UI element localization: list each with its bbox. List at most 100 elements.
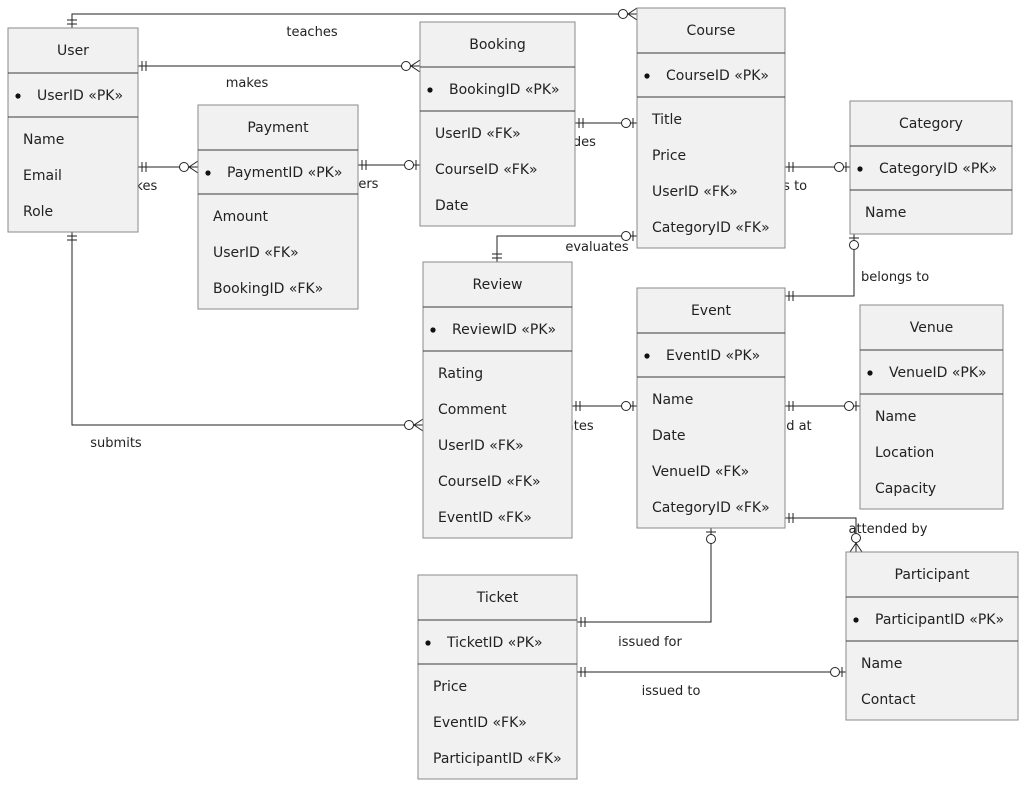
event-title: Event [691, 303, 732, 319]
user-makes-booking-from-marker [141, 61, 147, 71]
payment-attribute: Amount [213, 209, 269, 225]
issued-for-to-marker [706, 531, 716, 544]
review-evaluates-course-connector [496, 235, 637, 262]
participant-attribute: Contact [861, 692, 916, 708]
review-evaluates-course-to-marker [621, 231, 634, 241]
submits-from-marker [67, 235, 77, 241]
held-at-from-marker [788, 401, 794, 411]
ticket-pk: TicketID «PK» [446, 635, 543, 651]
payment-attribute: BookingID «FK» [213, 281, 323, 297]
submits-to-marker [404, 418, 424, 432]
ticket-pk-bullet [425, 640, 431, 646]
participant-title: Participant [895, 567, 970, 583]
participant-pk-bullet [853, 617, 859, 623]
relationship-review-evaluates-course[interactable]: evaluates [492, 231, 637, 262]
review-attribute: Comment [438, 402, 507, 418]
attended-by-from-marker [788, 513, 794, 523]
user-attribute: Email [23, 168, 62, 184]
review-attribute: EventID «FK» [438, 510, 532, 526]
relationship-issued-to[interactable]: issued to [577, 667, 846, 699]
event-belongs-to-to-marker [849, 237, 859, 250]
teaches-from-marker [67, 19, 77, 25]
relationship-attended-by[interactable]: attended by [785, 513, 928, 553]
covers-from-marker [361, 160, 367, 170]
user-makes-payment-to-marker [179, 160, 199, 174]
submits-label: submits [90, 436, 142, 451]
payment-pk: PaymentID «PK» [227, 165, 342, 181]
relationship-teaches[interactable]: teaches [67, 7, 638, 40]
attended-by-to-marker [849, 533, 863, 553]
user-makes-booking-to-marker [401, 59, 421, 73]
course-attribute: CategoryID «FK» [652, 220, 770, 236]
relationship-event-belongs-to[interactable]: belongs to [785, 234, 929, 301]
event-box [636, 287, 786, 529]
held-at-to-marker [844, 401, 857, 411]
participant-box [845, 551, 1019, 721]
review-attribute: UserID «FK» [438, 438, 524, 454]
relationship-issued-for[interactable]: issued for [577, 528, 716, 650]
participant-attribute: Name [861, 656, 902, 672]
course-attribute: UserID «FK» [652, 184, 738, 200]
category-box [849, 100, 1013, 235]
venue-attribute: Name [875, 409, 916, 425]
user-pk-bullet [15, 93, 21, 99]
course-pk-bullet [644, 73, 650, 79]
review-evaluates-course-from-marker [492, 253, 502, 259]
review-pk-bullet [430, 327, 436, 333]
booking-attribute: CourseID «FK» [435, 162, 538, 178]
event-belongs-to-from-marker [788, 291, 794, 301]
booking-attribute: UserID «FK» [435, 126, 521, 142]
course-attribute: Price [652, 148, 686, 164]
course-belongs-to-from-marker [788, 162, 794, 172]
review-title: Review [473, 277, 523, 293]
event-pk: EventID «PK» [666, 348, 760, 364]
event-attribute: Name [652, 392, 693, 408]
submits-connector [71, 232, 423, 426]
payment-pk-bullet [205, 170, 211, 176]
teaches-to-marker [618, 7, 638, 21]
venue-box [859, 304, 1004, 510]
issued-to-from-marker [580, 667, 586, 677]
booking-title: Booking [469, 37, 526, 53]
review-attribute: CourseID «FK» [438, 474, 541, 490]
covers-to-marker [404, 160, 417, 170]
issued-for-label: issued for [618, 635, 682, 650]
review-evaluates-event-from-marker [575, 401, 581, 411]
user-box [7, 27, 139, 233]
payment-attribute: UserID «FK» [213, 245, 299, 261]
user-makes-payment-from-marker [141, 162, 147, 172]
event-pk-bullet [644, 353, 650, 359]
issued-for-from-marker [580, 617, 586, 627]
ticket-attribute: Price [433, 679, 467, 695]
venue-attribute: Capacity [875, 481, 936, 497]
category-pk: CategoryID «PK» [879, 161, 997, 177]
relationship-user-makes-booking[interactable]: makes [138, 59, 421, 91]
course-title: Course [687, 23, 736, 39]
teaches-label: teaches [286, 25, 337, 40]
venue-pk-bullet [867, 370, 873, 376]
category-pk-bullet [857, 166, 863, 172]
category-title: Category [899, 116, 963, 132]
event-attribute: Date [652, 428, 685, 444]
user-makes-booking-label: makes [226, 76, 269, 91]
event-attribute: VenueID «FK» [652, 464, 749, 480]
ticket-attribute: EventID «FK» [433, 715, 527, 731]
relationship-submits[interactable]: submits [67, 232, 424, 451]
booking-pk: BookingID «PK» [449, 82, 560, 98]
course-attribute: Title [651, 112, 682, 128]
review-pk: ReviewID «PK» [452, 322, 556, 338]
issued-to-label: issued to [642, 684, 701, 699]
venue-attribute: Location [875, 445, 934, 461]
booking-box [419, 21, 576, 227]
